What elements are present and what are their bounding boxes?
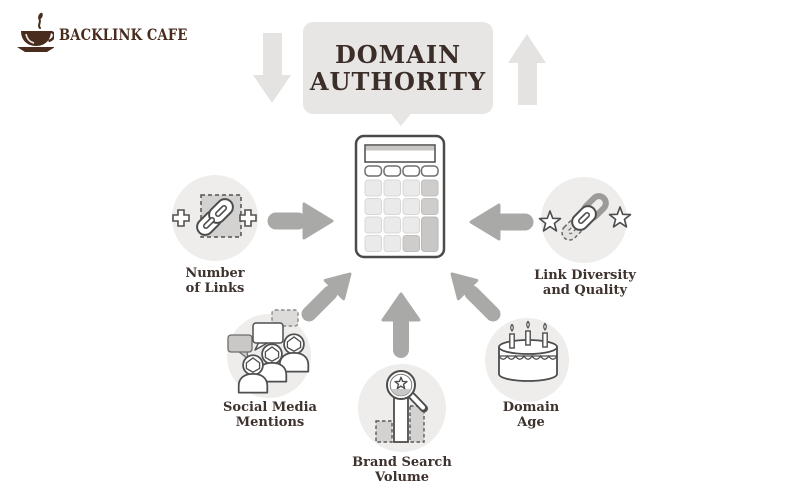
arrow-search-to-calculator	[381, 292, 421, 358]
up-arrow-icon	[508, 34, 546, 105]
birthday-cake-icon	[485, 318, 569, 402]
star-icon	[538, 210, 562, 232]
chain-links-icon	[172, 175, 258, 261]
down-arrow-icon	[253, 33, 291, 103]
factor-label-social-media: Social Media Mentions	[223, 400, 317, 430]
speech-bubble-outline	[252, 322, 284, 351]
title-line-2: AUTHORITY	[309, 67, 487, 96]
bar-chart	[375, 395, 425, 443]
person-icon	[237, 354, 269, 394]
calculator-keypad	[364, 179, 439, 252]
chain-link	[561, 193, 609, 241]
brand-name: BACKLINK CAFE	[59, 24, 188, 44]
bubble-tail	[388, 110, 414, 126]
star-icon	[608, 206, 632, 228]
title-line-1: DOMAIN	[334, 40, 462, 69]
arrow-age-to-calculator	[450, 272, 501, 322]
magnifier-bars-icon	[358, 364, 446, 452]
speech-bubble-gray	[227, 334, 253, 361]
arrow-diversity-to-calculator	[469, 203, 534, 241]
factor-label-link-diversity: Link Diversity and Quality	[534, 268, 636, 298]
plus-icon	[172, 209, 190, 227]
coffee-cup-icon	[17, 12, 54, 52]
factor-label-domain-age: Domain Age	[502, 400, 560, 430]
arrow-links-to-calculator	[267, 202, 334, 240]
chain-link	[196, 198, 234, 236]
calculator-function-keys	[364, 165, 439, 177]
people-chat-icon	[227, 309, 311, 398]
brand-logo: BACKLINK CAFE	[14, 12, 216, 56]
plus-icon	[239, 209, 257, 227]
magnifier-icon	[386, 370, 428, 413]
chain-stars-icon	[538, 177, 632, 263]
candles	[509, 320, 548, 349]
domain-authority-bubble: DOMAIN AUTHORITY	[303, 22, 493, 114]
factor-label-brand-search: Brand Search Volume	[352, 455, 452, 485]
star-icon	[394, 376, 408, 390]
cake	[498, 339, 558, 382]
factor-label-number-of-links: Number of Links	[185, 266, 245, 296]
calculator-icon	[354, 134, 446, 259]
